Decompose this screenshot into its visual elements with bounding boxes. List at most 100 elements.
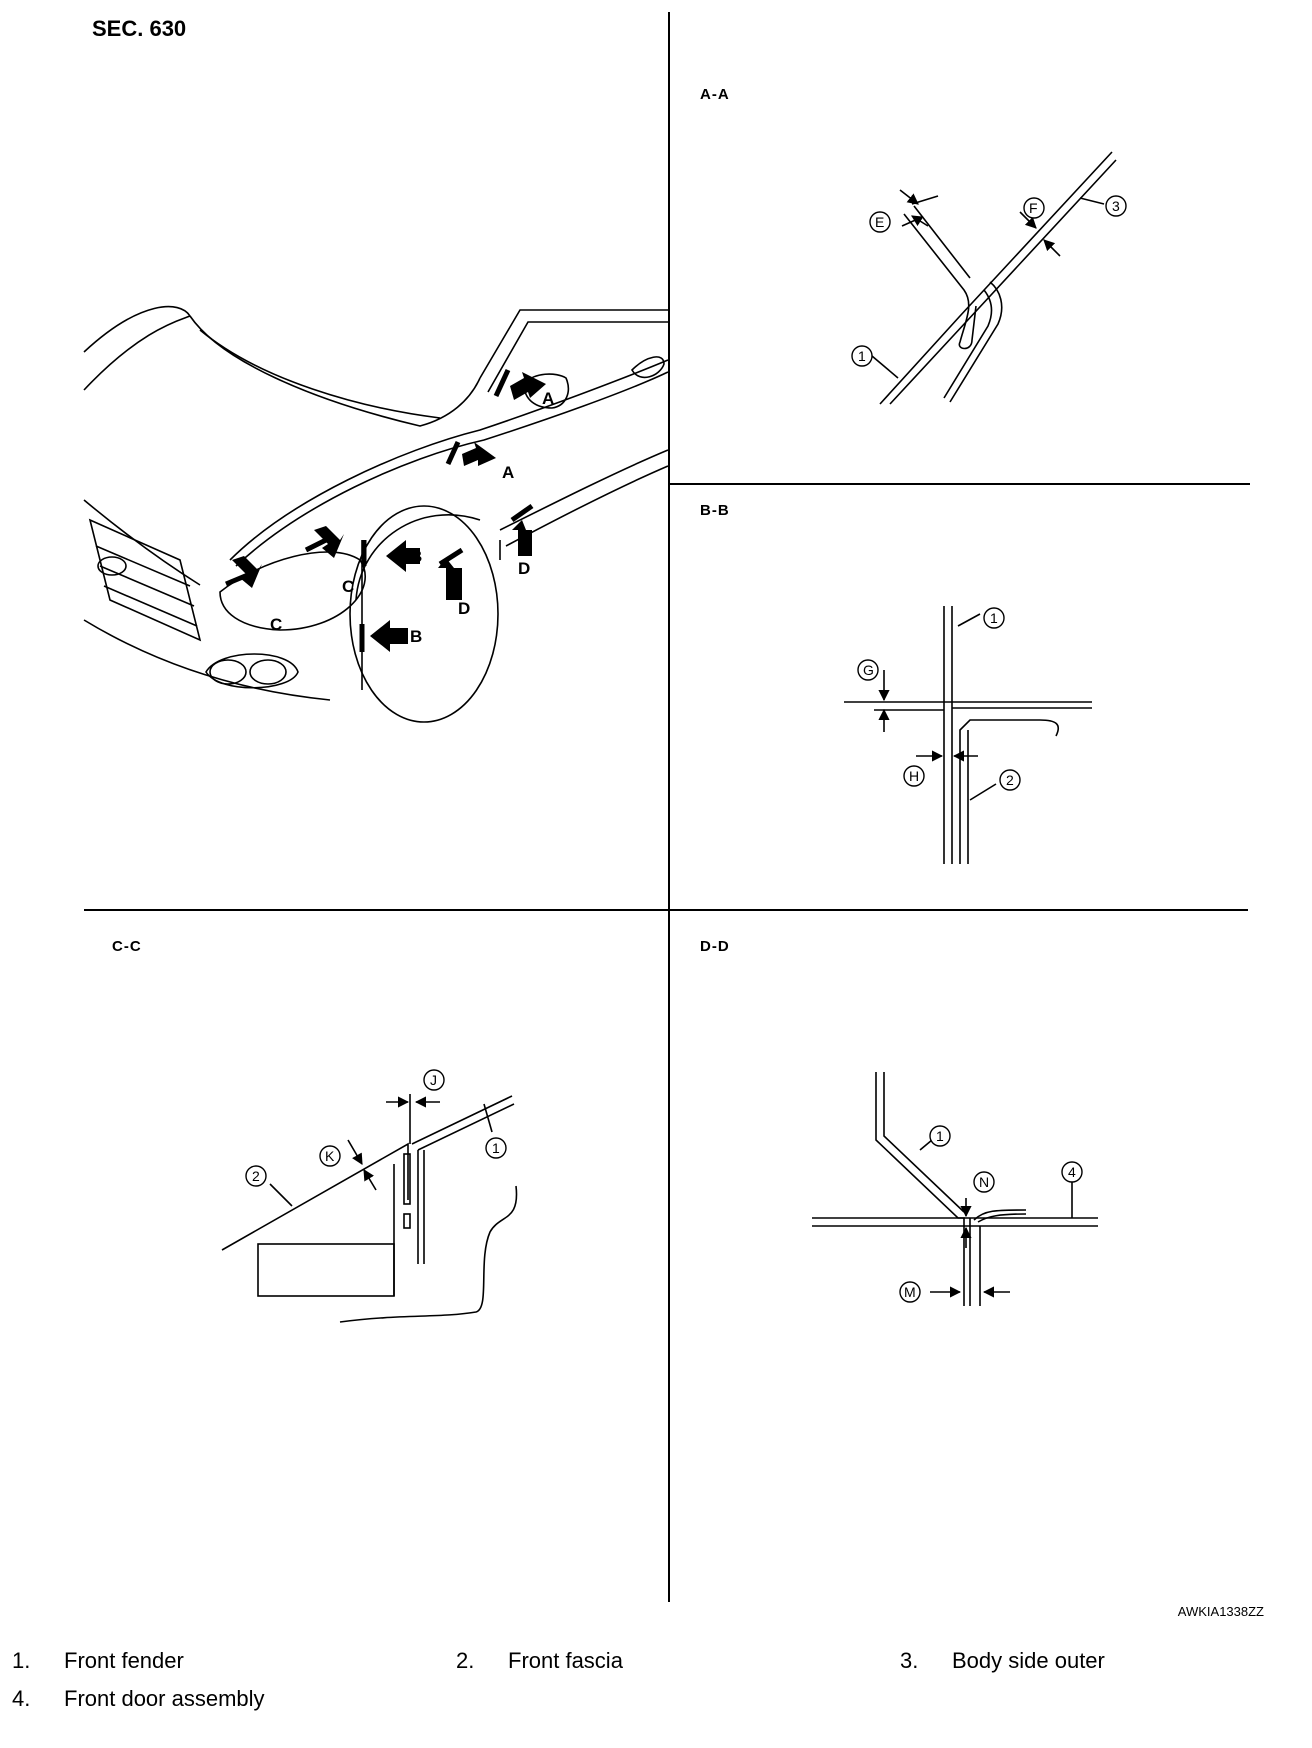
legend-num: 1. — [12, 1648, 31, 1673]
aa-leader-3 — [1079, 197, 1105, 205]
section-b-b — [844, 606, 1092, 864]
a-pillar — [479, 309, 668, 379]
arrow-b-upper — [386, 540, 420, 572]
aa-part1-inner — [889, 159, 1117, 405]
aa-circle-f — [1023, 197, 1045, 219]
aa-circle-e — [869, 211, 891, 233]
section-d-d — [812, 1072, 1098, 1306]
marker-a-lower — [445, 440, 461, 466]
aa-part3-right2 — [943, 289, 993, 399]
marker-c-mid — [304, 537, 328, 553]
legend-label: Front fender — [64, 1648, 184, 1673]
cc-leader-2 — [269, 1183, 293, 1207]
fender-top-line2 — [235, 371, 669, 567]
cc-dim-k-arrow-1 — [347, 1139, 363, 1165]
sec-title: SEC. 630 — [92, 16, 187, 41]
cc-circle-k — [319, 1145, 341, 1167]
cc-text-2: 2 — [252, 1168, 260, 1184]
hood-crease — [199, 329, 441, 419]
wheel — [349, 505, 499, 723]
aa-part1-outer — [879, 151, 1113, 405]
dd-part1-inner — [883, 1072, 965, 1213]
car-label-b-lower: B — [410, 627, 422, 646]
cc-text-1: 1 — [492, 1140, 500, 1156]
cc-clip-1 — [403, 1153, 411, 1205]
wheel-arch — [355, 514, 481, 601]
aa-dim-f-arrow-2 — [1043, 239, 1061, 257]
section-a-a — [871, 151, 1117, 405]
fog-lamp-left — [209, 659, 247, 685]
cc-text-k: K — [325, 1148, 335, 1164]
grille-bar-3 — [103, 585, 198, 627]
dd-circle-1 — [929, 1125, 951, 1147]
car-label-d-right: D — [518, 559, 530, 578]
cc-text-j: J — [430, 1072, 437, 1088]
aa-part3-left — [903, 213, 977, 350]
car-illustration — [83, 305, 669, 723]
car-label-d-left: D — [458, 599, 470, 618]
legend-label: Front door assembly — [64, 1686, 265, 1711]
cc-part1-inner — [417, 1103, 515, 1151]
legend-num: 2. — [456, 1648, 475, 1673]
view-label-d-d: D-D — [700, 938, 730, 955]
car-label-c-mid: C — [342, 577, 354, 596]
dd-text-m: M — [904, 1284, 916, 1300]
side-line-1 — [499, 449, 669, 531]
bb-leader-2 — [969, 783, 997, 801]
view-label-b-b: B-B — [700, 502, 730, 519]
front-face — [83, 499, 201, 586]
aa-part3-right — [949, 281, 1003, 403]
cc-circle-1 — [485, 1137, 507, 1159]
section-c-c — [221, 1094, 518, 1323]
image-code: AWKIA1338ZZ — [1177, 1604, 1264, 1619]
car-callout-labels: A A B B C C D D — [270, 389, 554, 646]
arrow-c-left — [232, 556, 262, 588]
arrow-d-right — [512, 520, 532, 556]
aa-text-1: 1 — [858, 348, 866, 364]
legend-num: 4. — [12, 1686, 31, 1711]
bb-text-h: H — [909, 768, 919, 784]
cc-circle-j — [423, 1069, 445, 1091]
view-arrows — [232, 372, 546, 652]
marker-d-right — [510, 503, 534, 523]
aa-dim-f-arrow-1 — [1019, 211, 1037, 229]
mirror — [523, 373, 570, 409]
bb-circle-1 — [983, 607, 1005, 629]
cc-callouts: J K 1 2 — [245, 1069, 507, 1187]
cc-part2-block — [257, 1243, 395, 1297]
aa-dim-e-arrow-2 — [911, 215, 929, 227]
dd-part1 — [875, 1072, 965, 1306]
arrow-c-mid — [314, 526, 344, 558]
bb-text-1: 1 — [990, 610, 998, 626]
aa-callouts: E F 3 1 — [851, 195, 1127, 367]
bb-part2 — [959, 719, 1060, 864]
grille-bar-1 — [95, 545, 191, 587]
bb-leader-1 — [957, 613, 981, 627]
dd-text-n: N — [979, 1174, 989, 1190]
aa-text-f: F — [1029, 200, 1038, 216]
aa-text-3: 3 — [1112, 198, 1120, 214]
dd-text-4: 4 — [1068, 1164, 1076, 1180]
aa-dim-e-arrow-1 — [899, 189, 919, 205]
dd-part4-lip — [973, 1209, 1027, 1221]
aa-leader-1 — [871, 355, 899, 379]
bb-circle-2 — [999, 769, 1021, 791]
aa-text-e: E — [875, 214, 884, 230]
dd-leader-1 — [919, 1139, 933, 1151]
arrow-a-lower — [462, 442, 496, 466]
cc-circle-2 — [245, 1165, 267, 1187]
arrow-a-upper — [510, 372, 546, 400]
cc-body-contour — [339, 1185, 518, 1323]
car-label-a-upper: A — [542, 389, 554, 408]
dd-circle-4 — [1061, 1161, 1083, 1183]
arrow-d-left — [438, 558, 462, 600]
arrow-b-lower — [370, 620, 408, 652]
bb-circle-h — [903, 765, 925, 787]
view-label-a-a: A-A — [700, 86, 730, 103]
section-markers — [225, 368, 534, 652]
bumper-line — [83, 619, 331, 701]
grille-outline — [88, 518, 202, 642]
dd-text-1: 1 — [936, 1128, 944, 1144]
fender-top-line — [229, 359, 669, 561]
aa-circle-1 — [851, 345, 873, 367]
